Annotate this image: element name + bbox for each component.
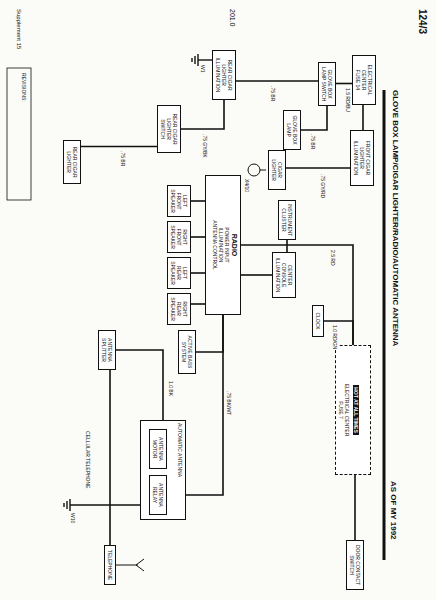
wire-label: REVISIONS: bbox=[21, 72, 27, 103]
wire bbox=[181, 100, 224, 129]
component-box: RIGHT REAR SPEAKER bbox=[167, 293, 191, 325]
component-label: ANTENNA SPLITTER bbox=[101, 333, 113, 367]
wire-label: W1 bbox=[200, 64, 206, 74]
component-label: ANTENNA CONTROL bbox=[212, 178, 218, 312]
component-box: ANTENNA SPLITTER bbox=[98, 330, 116, 370]
component-label: AUTOMATIC ANTENNA bbox=[177, 423, 183, 517]
component-box: CENTER CONSOLE ILLUMINATION bbox=[272, 252, 296, 298]
component-box: CLOCK bbox=[312, 305, 324, 337]
wire-label: .75 BR bbox=[310, 133, 316, 150]
component-box: DOOR CONTACT SWITCH bbox=[346, 540, 364, 590]
component-label: DOOR CONTACT SWITCH bbox=[349, 543, 361, 587]
component-box: AUTOMATIC ANTENNA ANTENNA MOTOR ANTENNA RE… bbox=[140, 420, 186, 520]
component-box: ANTENNA MOTOR bbox=[149, 429, 167, 469]
wire bbox=[354, 475, 356, 540]
wire bbox=[324, 321, 353, 345]
component-label: RADIO bbox=[230, 178, 238, 312]
component-label: ANTENNA RELAY bbox=[152, 478, 164, 512]
component-label: ELECTRICAL CENTER bbox=[361, 58, 373, 102]
component-label: FUSE 14 bbox=[355, 58, 361, 102]
component-label: INSTRUMENT CLUSTER bbox=[281, 203, 293, 237]
component-label: FUSE 7 bbox=[338, 348, 344, 472]
component-box: LEFT REAR SPEAKER bbox=[167, 257, 191, 289]
component-box: GLOVE BOX LAMP SWITCH bbox=[318, 62, 336, 106]
wire bbox=[191, 303, 205, 305]
wire bbox=[191, 272, 205, 274]
component-label: RIGHT REAR SPEAKER bbox=[170, 296, 188, 322]
wire bbox=[301, 106, 327, 130]
sheet-note: 124/3 bbox=[416, 8, 428, 35]
wire bbox=[81, 146, 157, 148]
wire-label: .75 BR bbox=[270, 85, 276, 102]
wire bbox=[286, 167, 350, 169]
wire-label: .75 BK/WT bbox=[226, 390, 232, 416]
component-label: ILLUMINATION bbox=[218, 178, 224, 312]
component-label: POWER INPUT bbox=[224, 178, 230, 312]
wire-label: 1.0 BK bbox=[168, 380, 174, 397]
component-label: RIGHT FRONT SPEAKER bbox=[170, 224, 188, 250]
wire-label: .75 GY/BK bbox=[202, 133, 208, 159]
component-box: RIGHT FRONT SPEAKER bbox=[167, 221, 191, 253]
component-box: REAR CIGAR LIGHTER ILLUMINATION bbox=[212, 50, 236, 100]
component-label: CENTER CONSOLE ILLUMINATION bbox=[275, 255, 293, 295]
sheet-note: Supplement 15 bbox=[15, 8, 22, 50]
component-label: TELEPHONE bbox=[107, 548, 113, 582]
component-box: HOT AT ALL TIMESELECTRICAL CENTERFUSE 7 bbox=[335, 345, 371, 475]
component-box: CIGAR LIGHTER bbox=[268, 150, 286, 190]
component-label: CLOCK bbox=[315, 308, 321, 334]
component-label: FRONT CIGAR LIGHTER ILLUMINATION bbox=[353, 133, 371, 183]
component-label: LEFT REAR SPEAKER bbox=[170, 260, 188, 286]
ground-symbol bbox=[64, 499, 146, 511]
component-label: ANTENNA MOTOR bbox=[152, 432, 164, 466]
wire bbox=[109, 370, 111, 545]
component-label: REAR CIGAR LIGHTER ILLUMINATION bbox=[215, 53, 233, 97]
component-label: GLOVE BOX LAMP bbox=[286, 113, 298, 147]
wire-label: X4/10 bbox=[244, 178, 250, 193]
wire bbox=[116, 350, 163, 420]
wire bbox=[236, 80, 318, 82]
cigar-lighter-symbol bbox=[248, 164, 266, 176]
component-box: TELEPHONE bbox=[104, 545, 116, 585]
wire bbox=[191, 236, 205, 238]
wire bbox=[286, 240, 288, 252]
component-box: REAR CIGAR LIGHTER SWITCH bbox=[157, 105, 181, 153]
component-box: ACTIVE BASS SYSTEM bbox=[178, 330, 196, 374]
wire-label: .75 GY/RD bbox=[320, 173, 326, 199]
component-label: REAR CIGAR LIGHTER SWITCH bbox=[160, 108, 178, 150]
sheet-note: AS OF MY 1992 bbox=[388, 480, 398, 541]
component-box: LEFT FRONT SPEAKER bbox=[167, 185, 191, 217]
sheet-title: GLOVE BOX LAMP/CIGAR LIGHTER/RADIO/AUTOM… bbox=[391, 90, 400, 346]
component-label: ELECTRICAL CENTER bbox=[344, 348, 350, 472]
wire-label: CELLULAR TELEPHONE bbox=[85, 430, 91, 489]
component-label: ACTIVE BASS SYSTEM bbox=[181, 333, 193, 371]
component-box: INSTRUMENT CLUSTER bbox=[278, 200, 296, 240]
component-box: ANTENNA RELAY bbox=[149, 475, 167, 515]
heading-bar bbox=[383, 90, 386, 560]
component-label: GLOVE BOX LAMP SWITCH bbox=[321, 65, 333, 103]
antenna-symbol bbox=[114, 559, 144, 571]
wire-label: .75 BR bbox=[120, 150, 126, 167]
wire bbox=[191, 200, 205, 202]
component-label: REAR CIGAR LIGHTER bbox=[66, 143, 78, 181]
wire-label: 1.5 RD/BU bbox=[345, 87, 351, 113]
component-box: ELECTRICAL CENTERFUSE 14 bbox=[352, 55, 376, 105]
wire-label: 2.5 RD bbox=[330, 249, 336, 267]
component-box: FRONT CIGAR LIGHTER ILLUMINATION bbox=[350, 130, 374, 186]
wire-label: 1.0 RD/GN bbox=[332, 324, 338, 350]
component-label: LEFT FRONT SPEAKER bbox=[170, 188, 188, 214]
component-box: GLOVE BOX LAMP bbox=[283, 110, 301, 150]
sheet-note: 201.0 bbox=[228, 8, 236, 28]
wire bbox=[241, 274, 272, 276]
component-box: RADIOPOWER INPUTILLUMINATIONANTENNA CONT… bbox=[205, 175, 241, 315]
wire-label: W10 bbox=[70, 512, 76, 524]
component-box: REAR CIGAR LIGHTER bbox=[63, 140, 81, 184]
revisions-box bbox=[7, 68, 31, 200]
wire bbox=[336, 83, 352, 85]
component-label: HOT AT ALL TIMES bbox=[353, 385, 359, 435]
wire bbox=[362, 105, 364, 130]
component-label: CIGAR LIGHTER bbox=[271, 153, 283, 187]
wire bbox=[196, 315, 223, 352]
